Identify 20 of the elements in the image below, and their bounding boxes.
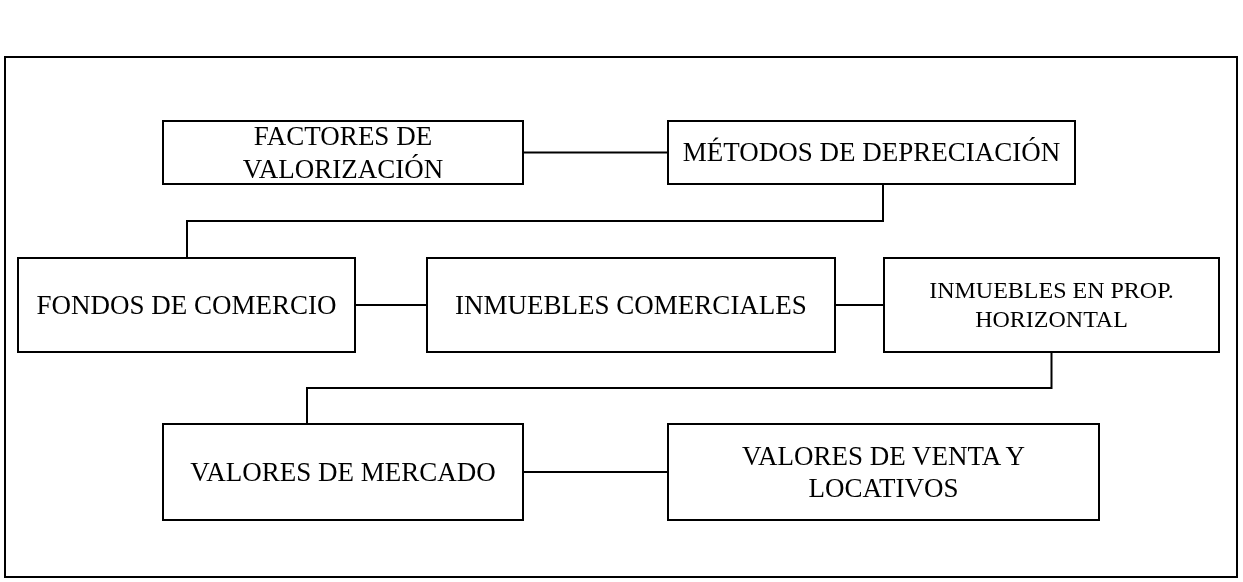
process-box	[426, 257, 836, 353]
connector-line	[306, 352, 1053, 424]
connector-line	[835, 304, 884, 306]
process-box	[17, 257, 356, 353]
process-box	[162, 120, 524, 185]
box-label: INMUEBLES COMERCIALES	[454, 288, 808, 322]
box-label: VALORES DE VENTA Y LOCATIVOS	[740, 439, 1027, 505]
box-label: FONDOS DE COMERCIO	[35, 288, 338, 322]
box-label: FACTORES DE VALORIZACIÓN	[241, 120, 445, 185]
process-box	[883, 257, 1220, 353]
process-box	[667, 120, 1076, 185]
connector-line	[186, 184, 884, 258]
box-label: VALORES DE MERCADO	[189, 455, 497, 489]
box-label: MÉTODOS DE DEPRECIACIÓN	[681, 136, 1062, 169]
connector-line	[523, 471, 668, 473]
box-label: INMUEBLES EN PROP. HORIZONTAL	[928, 276, 1175, 334]
connector-line	[523, 151, 668, 154]
process-box	[667, 423, 1100, 521]
process-box	[162, 423, 524, 521]
connector-line	[355, 304, 427, 306]
